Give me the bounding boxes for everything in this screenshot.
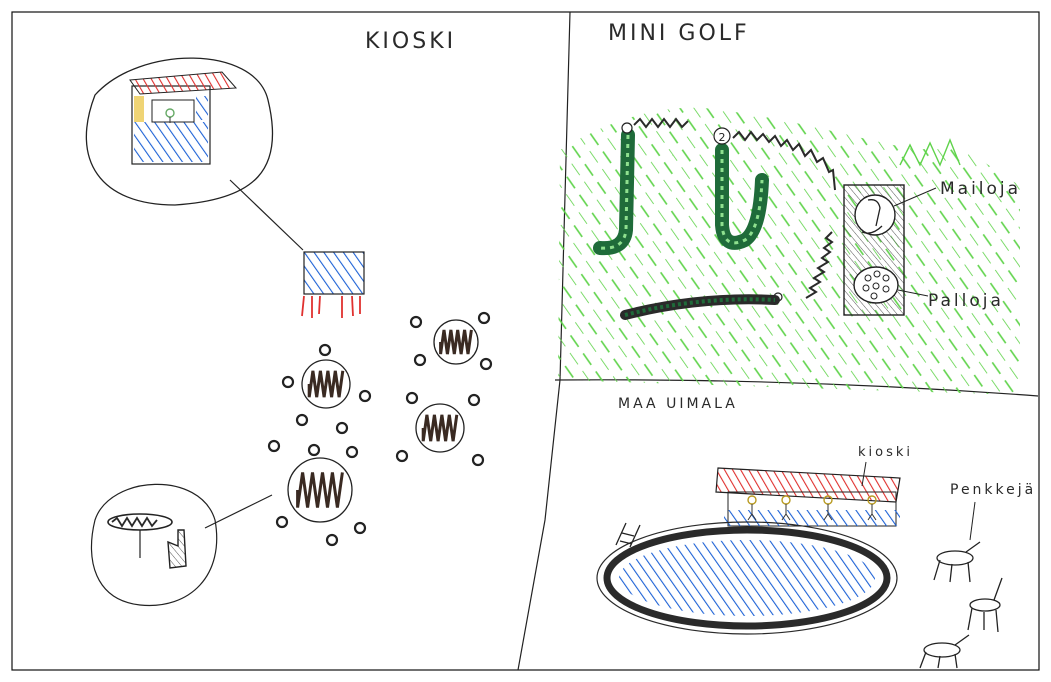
- stool: [335, 421, 349, 435]
- stool: [409, 315, 423, 329]
- palloja-label: Palloja: [928, 291, 1004, 311]
- penkkeja-label: Penkkejä: [950, 482, 1036, 498]
- stool: [405, 391, 419, 405]
- table-top-scribble: [307, 370, 345, 398]
- palloja-pointer: [897, 289, 929, 297]
- stool: [275, 515, 289, 529]
- page-frame: [11, 11, 1040, 671]
- minigolf-title: MINI GOLF: [608, 21, 750, 46]
- stool: [307, 443, 321, 457]
- stool: [295, 413, 309, 427]
- table: [287, 457, 353, 523]
- pool-kiosk: [715, 467, 901, 527]
- golf-hole-1: [593, 117, 689, 256]
- stool: [467, 393, 481, 407]
- table-top-scribble: [296, 472, 344, 508]
- stool: [318, 343, 332, 357]
- hole-2-label: 2: [719, 131, 726, 144]
- equipment-stand: [843, 184, 905, 316]
- table-connector: [204, 494, 273, 529]
- table-zoom-bubble: [90, 483, 218, 607]
- person-icon: [781, 495, 791, 505]
- mailoja-label: Mailoja: [940, 179, 1021, 199]
- stool: [413, 353, 427, 367]
- kiosk-small-icon: [301, 251, 365, 318]
- penkkeja-pointer: [969, 501, 976, 541]
- stool: [358, 389, 372, 403]
- swimming-pool: [596, 521, 898, 635]
- kioski-title: KIOSKI: [365, 29, 456, 54]
- table-top-scribble: [439, 329, 473, 355]
- person-body: [781, 504, 791, 521]
- bench-3: [919, 634, 970, 669]
- clubs-icon: [854, 194, 896, 236]
- stool: [477, 311, 491, 325]
- stool: [345, 445, 359, 459]
- bench-1: [933, 541, 981, 583]
- table-clusters: [267, 311, 493, 547]
- person-body: [867, 504, 877, 521]
- stool: [395, 449, 409, 463]
- table: [301, 359, 351, 409]
- maauimala-title: MAA UIMALA: [618, 396, 738, 412]
- mailoja-pointer: [893, 187, 937, 207]
- kiosk-zoom-bubble: [85, 57, 274, 206]
- person-body: [747, 504, 757, 521]
- kiosk-connector: [229, 179, 304, 251]
- minigolf-grass: [558, 107, 1020, 396]
- balls-icon: [853, 266, 899, 304]
- table-top-scribble: [421, 414, 459, 442]
- table: [415, 403, 465, 453]
- stool: [353, 521, 367, 535]
- stool: [325, 533, 339, 547]
- stool: [479, 357, 493, 371]
- person-body: [823, 504, 833, 521]
- stool: [471, 453, 485, 467]
- table: [433, 319, 479, 365]
- bench-2: [967, 577, 1003, 633]
- kiosk-people: [747, 495, 877, 521]
- pool-kiosk-pointer: [861, 461, 867, 487]
- person-icon: [747, 495, 757, 505]
- golf-hole-3: [620, 231, 834, 320]
- stool: [267, 439, 281, 453]
- pool-ladder-icon: [615, 522, 641, 548]
- golf-hole-2: 2: [713, 127, 836, 250]
- stool: [281, 375, 295, 389]
- pool-kiosk-label: kioski: [858, 445, 913, 460]
